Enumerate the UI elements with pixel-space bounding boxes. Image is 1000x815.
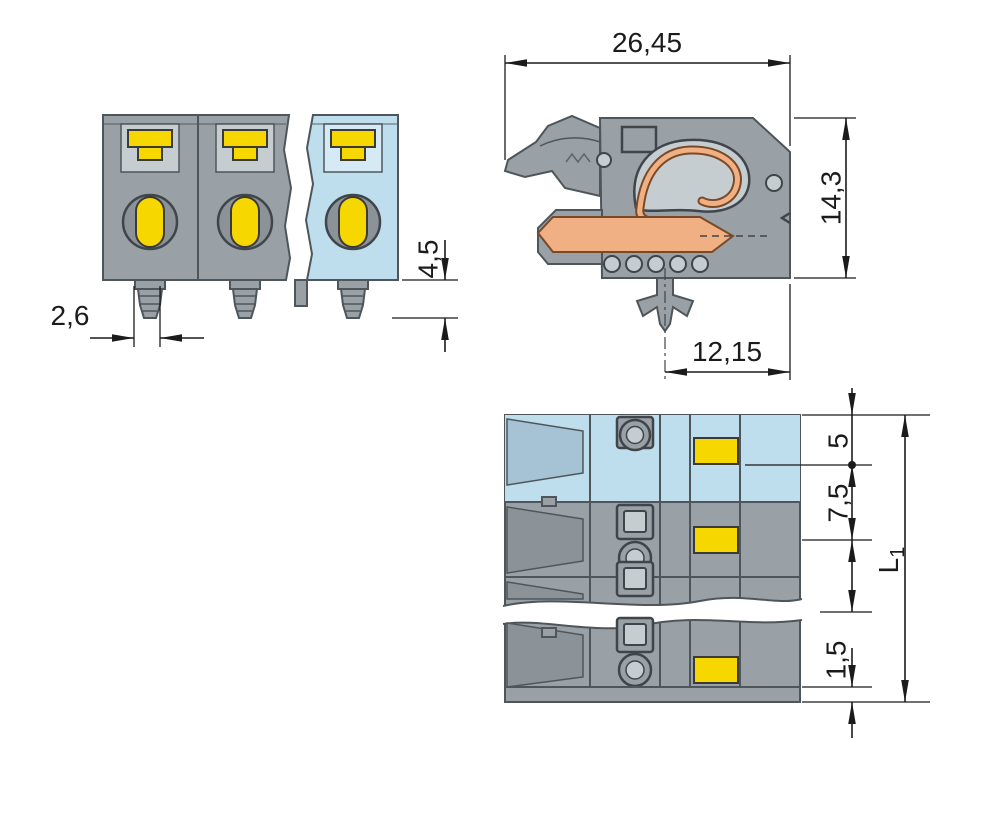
conductor-entry-port [324, 193, 382, 251]
clamp-opening [330, 129, 376, 161]
solder-pin-partial [294, 279, 308, 307]
snap-in-foot [635, 277, 695, 333]
pole-row [615, 560, 655, 598]
dim-label-pin-offset: 2,6 [51, 300, 90, 331]
dim-end-offset: 1,5 [802, 641, 930, 738]
dim-label-pin-length: 4,5 [412, 240, 443, 279]
clamp-opening [222, 129, 268, 161]
dim-label-pole-pitch: 7,5 [822, 484, 853, 523]
lever-pivot [596, 152, 612, 168]
dim-label-foot-to-edge: 12,15 [692, 336, 762, 367]
clamp-opening [127, 129, 173, 161]
dim-pole-pitch: 7,5 [802, 465, 872, 541]
front-view [102, 114, 399, 319]
clamp-spring [635, 145, 742, 227]
release-lever [503, 114, 601, 198]
dim-label-first-pole-offset: 5 [822, 433, 853, 449]
solder-pin [229, 279, 261, 319]
dim-label-overall-width: 26,45 [612, 27, 682, 58]
dim-pin-offset: 2,6 [51, 286, 204, 347]
conductor-entry-port [121, 193, 179, 251]
dim-label-total-length: L1 [873, 547, 909, 574]
conductor [536, 216, 735, 253]
pole-row [615, 616, 739, 688]
pole-row [615, 415, 739, 465]
dim-label-overall-height: 14,3 [815, 171, 846, 226]
latch-catch [620, 125, 658, 154]
dim-total-length: L1 [873, 415, 909, 702]
side-view [503, 114, 791, 382]
dim-pole-pitch-continued [820, 540, 872, 613]
dim-pin-length: 4,5 [392, 240, 458, 352]
conductor-entry-port [216, 193, 274, 251]
dim-overall-height: 14,3 [794, 117, 856, 279]
dim-foot-to-edge: 12,15 [665, 284, 791, 380]
solder-pin [337, 279, 369, 319]
solder-pin [134, 279, 166, 319]
dim-label-end-offset: 1,5 [820, 641, 851, 680]
dim-overall-width: 26,45 [504, 27, 791, 160]
plan-view [502, 414, 803, 703]
